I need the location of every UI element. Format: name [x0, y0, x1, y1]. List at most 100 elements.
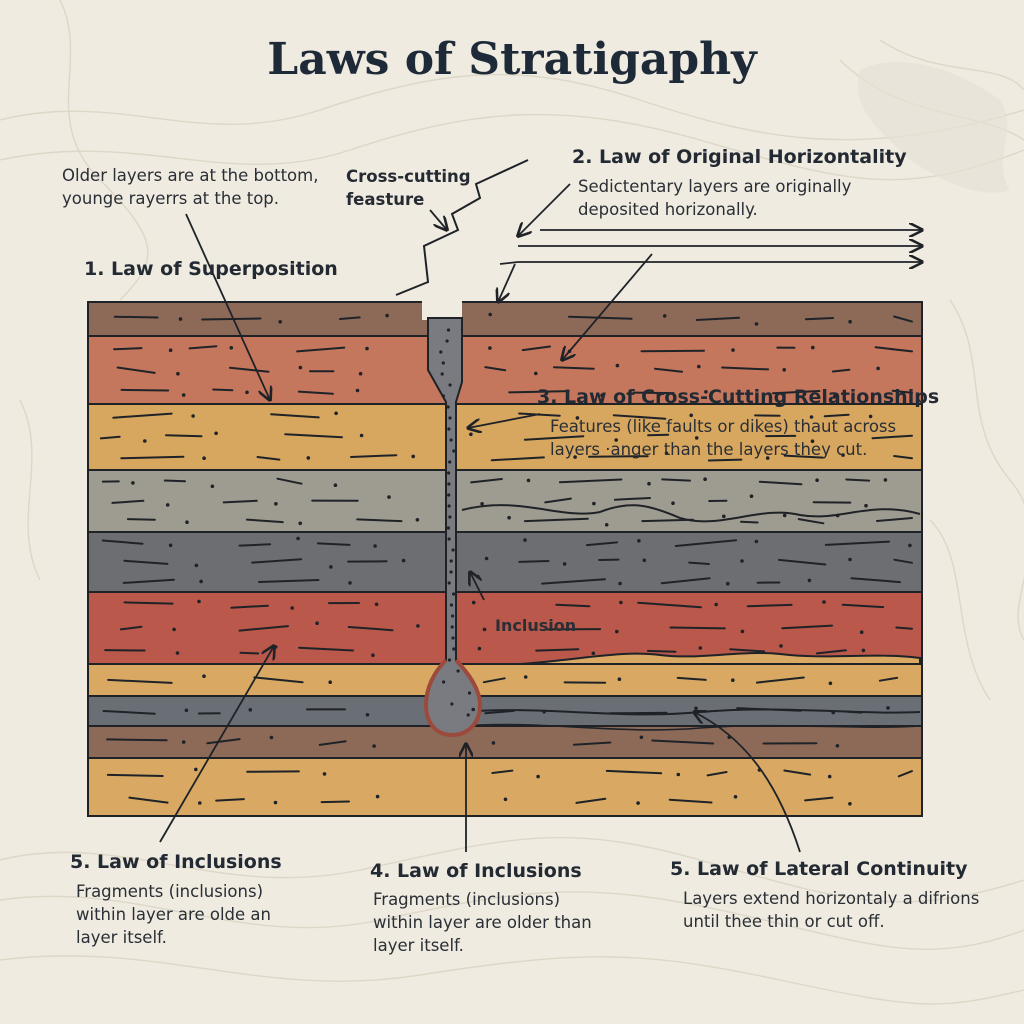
sediment-dash: [239, 651, 260, 655]
dike-dot: [440, 372, 444, 376]
sediment-dash: [298, 646, 355, 652]
sediment-dash: [553, 366, 595, 370]
lateral-continuity-line-1: Layers extend horizontaly a difrions: [683, 889, 980, 908]
sediment-dot: [229, 346, 234, 350]
sediment-dot: [731, 678, 735, 682]
dike-dot: [447, 493, 451, 497]
sediment-dot: [273, 800, 278, 805]
sediment-dash: [605, 769, 663, 775]
sediment-dot: [619, 600, 623, 605]
sediment-dash: [491, 769, 514, 774]
sediment-dot: [375, 794, 380, 799]
sediment-dot: [615, 629, 619, 634]
sediment-dot: [333, 483, 338, 488]
sediment-dot: [503, 797, 508, 802]
sediment-dash: [258, 579, 320, 583]
sediment-dot: [476, 574, 480, 579]
sediment-dot: [749, 494, 754, 499]
inclusions-left-line-1: Fragments (inclusions): [76, 882, 264, 901]
dike-dot: [447, 427, 451, 431]
arrow-superposition: [185, 213, 270, 400]
sediment-dot: [387, 495, 391, 499]
sediment-dot: [779, 644, 783, 648]
sediment-dot: [471, 600, 476, 605]
sediment-dash: [646, 649, 677, 653]
dike-dot: [449, 559, 453, 563]
sediment-dash: [541, 578, 606, 585]
sediment-dash: [585, 541, 619, 547]
sediment-dash: [238, 625, 289, 632]
cross-cutting-feature-label: Cross-cutting feasture: [346, 165, 471, 211]
sediment-dot: [471, 707, 476, 712]
inclusions-left-line-2: within layer are olde an: [76, 905, 271, 924]
sediment-dash: [339, 316, 361, 320]
sediment-dash: [106, 773, 164, 777]
sediment-dot: [765, 456, 770, 460]
sediment-dot: [355, 388, 360, 393]
sediment-dot: [198, 801, 202, 805]
sediment-dot: [181, 393, 186, 397]
sediment-dot: [488, 312, 493, 317]
sediment-dash: [781, 624, 834, 630]
sediment-dot: [822, 600, 826, 604]
sediment-dash: [490, 456, 545, 462]
sediment-dash: [320, 800, 350, 804]
sediment-dash: [632, 391, 675, 395]
sediment-dash: [470, 478, 503, 484]
sediment-dot: [401, 558, 406, 563]
sediment-dot: [617, 677, 622, 681]
sediment-dash: [544, 497, 572, 504]
sediment-dash: [797, 518, 825, 525]
sediment-dash: [572, 741, 612, 746]
sediment-dot: [740, 559, 744, 563]
sediment-dot: [676, 772, 681, 777]
sediment-dash: [613, 497, 651, 501]
sediment-dot: [573, 455, 577, 459]
sediment-dash: [876, 517, 913, 522]
arrow-horizontality-1: [518, 183, 571, 236]
sediment-dot: [731, 348, 735, 352]
dike-dot: [451, 636, 455, 640]
sediment-dot: [488, 346, 492, 350]
sediment-dash: [740, 520, 759, 524]
sediment-dash: [669, 626, 726, 630]
sediment-dash: [874, 346, 913, 353]
sediment-dash: [112, 412, 173, 419]
sediment-dot: [835, 744, 840, 748]
sediment-dash: [778, 558, 827, 566]
sediment-dot: [637, 539, 641, 543]
sediment-dash: [588, 455, 649, 458]
sediment-dash: [106, 738, 168, 742]
sediment-dot: [172, 627, 176, 632]
sediment-dot: [689, 413, 693, 418]
sediment-dot: [600, 393, 604, 398]
inclusions-center-text: Fragments (inclusions) within layer are …: [373, 888, 592, 957]
sediment-dash: [318, 740, 347, 746]
sediment-dash: [523, 517, 589, 523]
sediment-dash: [688, 561, 710, 565]
sediment-dash: [612, 414, 667, 420]
sediment-dash: [804, 317, 834, 321]
sediment-dot: [334, 411, 338, 416]
sediment-dot: [835, 513, 840, 518]
sediment-dot: [562, 562, 567, 566]
sediment-dot: [733, 795, 738, 799]
sediment-dot: [507, 515, 511, 520]
sediment-dot: [703, 477, 707, 482]
sediment-dot: [202, 456, 206, 461]
dike-dot: [447, 581, 451, 585]
cross-cutting-relationships-line-2: layers ·anger than the layers they cut.: [550, 440, 868, 459]
inclusions-center-heading: 4. Law of Inclusions: [370, 860, 582, 882]
sediment-dash: [831, 368, 851, 373]
sediment-dash: [102, 710, 156, 715]
dike-dot: [452, 592, 456, 596]
cross-cutting-feature-line-2: feasture: [346, 190, 425, 209]
sediment-dot: [636, 801, 640, 805]
dike-dot: [448, 416, 452, 420]
dike-dot: [452, 449, 456, 453]
inclusion-label: Inclusion: [495, 616, 577, 635]
sediment-dash: [120, 388, 170, 392]
sediment-dash: [535, 648, 580, 652]
sediment-dash: [823, 413, 850, 418]
